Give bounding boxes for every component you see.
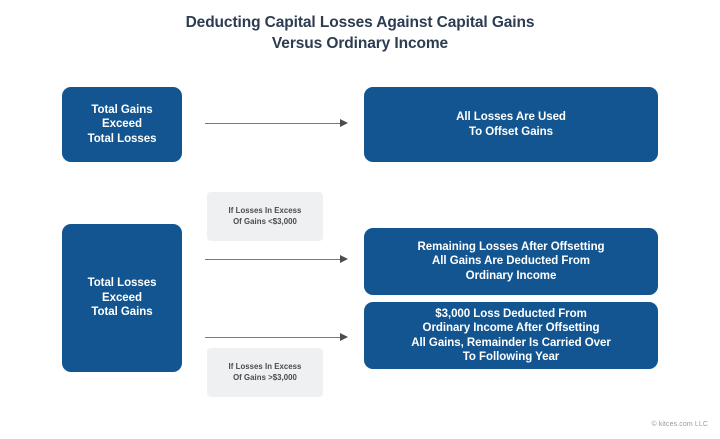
copyright-credit: © kitces.com LLC [651, 421, 708, 428]
arrow-shaft [205, 337, 341, 339]
node-line-1: Total Losses [87, 277, 157, 290]
label-line-2: Of Gains >$3,000 [233, 372, 297, 382]
arrow-losses-exceed-to-remaining-losses [205, 255, 348, 264]
arrow-head-icon [340, 119, 348, 127]
node-total-losses-exceed-total-gains: Total Losses Exceed Total Gains [62, 224, 182, 372]
node-text: Remaining Losses After Offsetting All Ga… [417, 240, 604, 284]
node-line-2: All Gains Are Deducted From [432, 255, 590, 268]
node-all-losses-are-used-to-offset-gains: All Losses Are Used To Offset Gains [364, 87, 658, 162]
node-total-gains-exceed-total-losses: Total Gains Exceed Total Losses [62, 87, 182, 162]
arrow-gains-exceed-to-all-losses-used [205, 119, 348, 128]
node-line-3: All Gains, Remainder Is Carried Over [411, 336, 611, 349]
label-line-2: Of Gains <$3,000 [233, 216, 297, 226]
label-if-losses-in-excess-under-3000: If Losses In Excess Of Gains <$3,000 [207, 192, 323, 241]
node-line-3: Total Losses [87, 132, 157, 145]
node-line-1: $3,000 Loss Deducted From [435, 307, 587, 320]
arrow-shaft [205, 123, 341, 125]
node-3000-loss-deducted-remainder-carried-over: $3,000 Loss Deducted From Ordinary Incom… [364, 302, 658, 369]
page-title-line-2: Versus Ordinary Income [271, 35, 449, 52]
label-text: If Losses In Excess Of Gains <$3,000 [229, 206, 302, 227]
node-line-1: All Losses Are Used [456, 111, 566, 123]
node-text: Total Gains Exceed Total Losses [88, 103, 157, 147]
node-line-4: To Following Year [462, 351, 560, 363]
node-line-3: Ordinary Income [465, 269, 557, 282]
label-line-1: If Losses In Excess [228, 206, 302, 215]
node-line-3: Total Gains [91, 306, 153, 319]
node-line-2: Exceed [102, 291, 142, 304]
label-if-losses-in-excess-over-3000: If Losses In Excess Of Gains >$3,000 [207, 348, 323, 397]
label-line-1: If Losses In Excess [228, 362, 302, 371]
node-remaining-losses-deducted-from-ordinary-income: Remaining Losses After Offsetting All Ga… [364, 228, 658, 295]
arrow-losses-exceed-to-3000-loss-deducted [205, 333, 348, 342]
page-title-line-1: Deducting Capital Losses Against Capital… [185, 14, 535, 31]
node-line-2: Ordinary Income After Offsetting [422, 322, 600, 334]
node-line-2: Exceed [102, 118, 142, 131]
arrow-head-icon [340, 333, 348, 341]
node-text: Total Losses Exceed Total Gains [88, 276, 157, 320]
node-text: $3,000 Loss Deducted From Ordinary Incom… [411, 307, 611, 365]
arrow-shaft [205, 259, 341, 261]
label-text: If Losses In Excess Of Gains >$3,000 [229, 362, 302, 383]
node-text: All Losses Are Used To Offset Gains [456, 110, 566, 139]
page-title: Deducting Capital Losses Against Capital… [0, 12, 720, 54]
node-line-2: To Offset Gains [468, 125, 554, 138]
arrow-head-icon [340, 255, 348, 263]
node-line-1: Remaining Losses After Offsetting [417, 240, 605, 253]
node-line-1: Total Gains [91, 103, 153, 116]
